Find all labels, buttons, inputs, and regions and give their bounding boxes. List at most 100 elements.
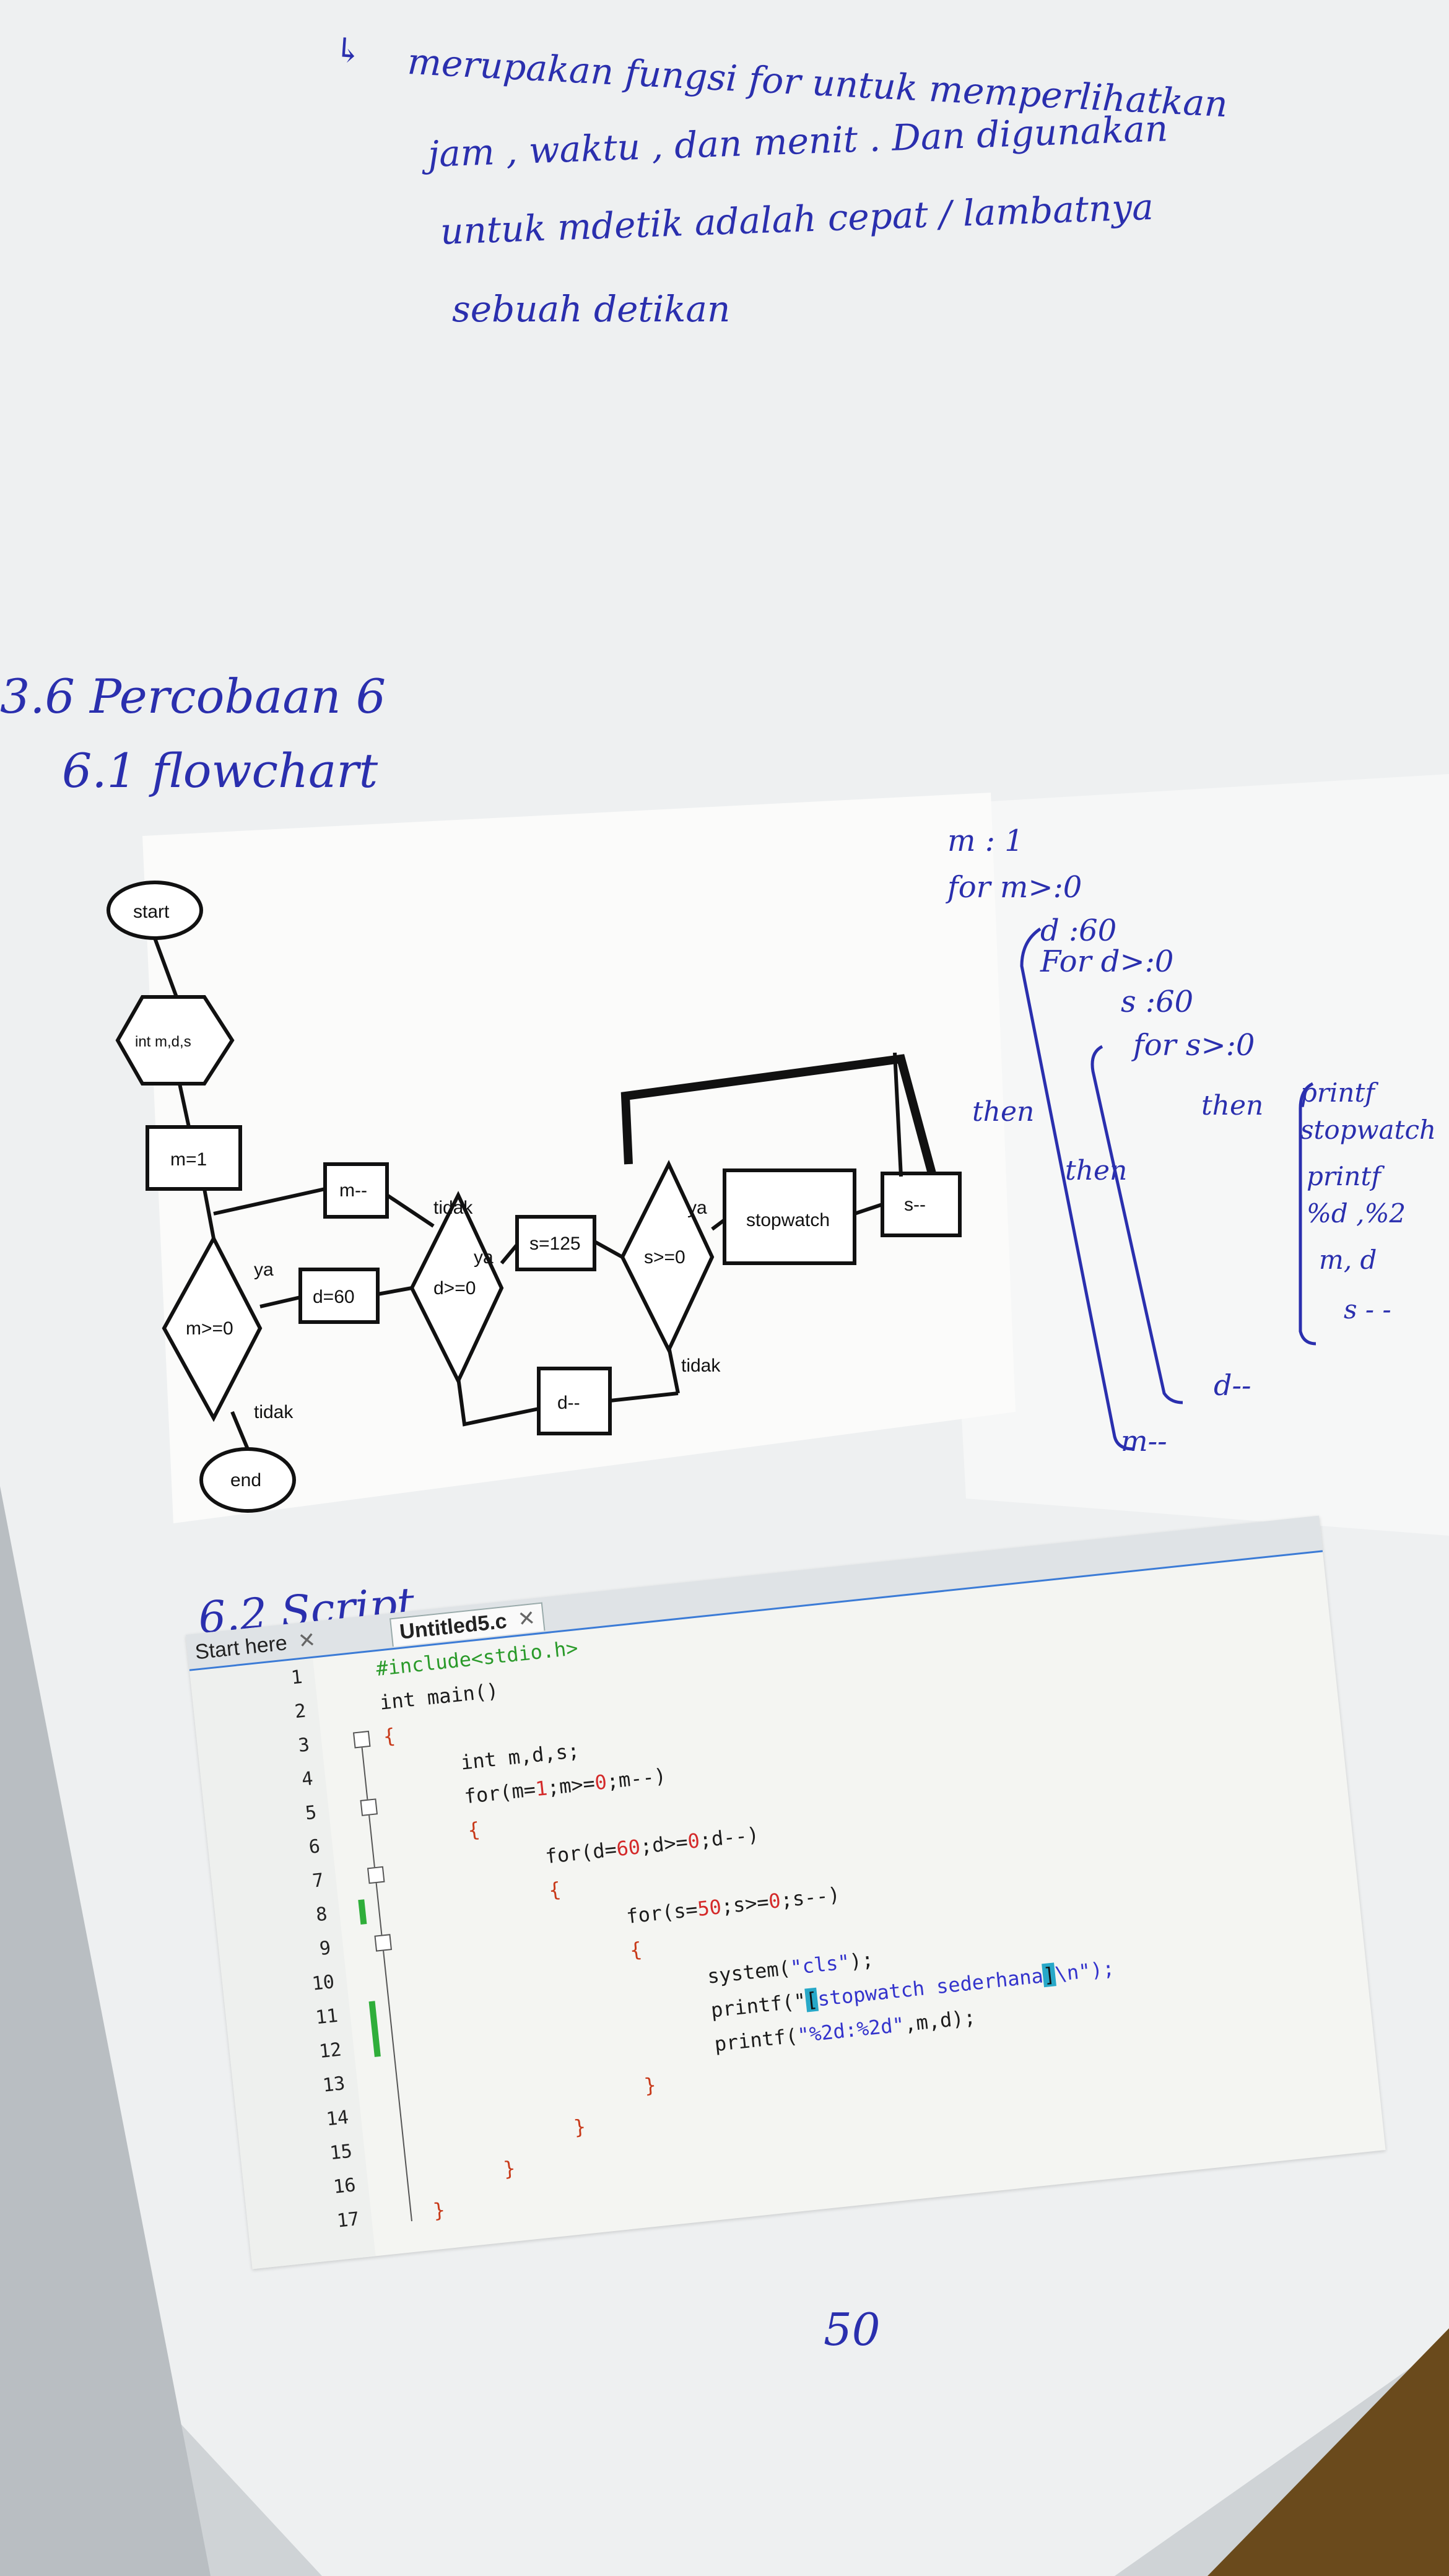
- fold-toggle-icon: [374, 1934, 393, 1952]
- code-editor-print: Start here✕ Untitled5.c✕ 1 2 3 4 5 6 7 8…: [186, 1515, 1386, 2269]
- line-number: 11: [314, 2004, 339, 2029]
- code-token: ;m--): [605, 1764, 668, 1794]
- code-string: "cls": [789, 1949, 851, 1980]
- code-line-2: int main(): [378, 1678, 500, 1715]
- fc-yes-m: ya: [254, 1260, 274, 1280]
- pseudo-m-dec: m--: [1121, 1424, 1167, 1458]
- page-shadow-left: [0, 1486, 211, 2576]
- fc-s-cond-label: s>=0: [644, 1247, 685, 1268]
- code-number: 50: [696, 1895, 723, 1921]
- line-number: 5: [304, 1801, 318, 1825]
- tab-file-label: Untitled5.c: [398, 1609, 508, 1644]
- note-line-4: sebuah detikan: [452, 288, 731, 330]
- close-icon: ✕: [297, 1628, 317, 1653]
- pseudo-line-1: m : 1: [947, 824, 1024, 858]
- m-init-box: [146, 1125, 242, 1191]
- line-number: 9: [318, 1937, 332, 1960]
- fc-yes-s: ya: [687, 1198, 707, 1218]
- flowchart-print: [142, 793, 1016, 1523]
- line-number: 8: [315, 1903, 329, 1926]
- code-token: for(d=: [544, 1837, 618, 1869]
- line-number: 15: [328, 2140, 354, 2165]
- fc-no-s: tidak: [681, 1355, 721, 1376]
- fc-s-dec-label: s--: [904, 1194, 926, 1215]
- fc-end-label: end: [230, 1470, 261, 1490]
- fc-no-m: tidak: [254, 1402, 294, 1422]
- fc-d-dec-label: d--: [557, 1393, 580, 1413]
- line-number: 4: [300, 1767, 315, 1791]
- code-token: printf(": [710, 1988, 807, 2022]
- fc-no-d: tidak: [433, 1198, 473, 1218]
- line-number: 13: [321, 2073, 346, 2097]
- table-corner: [1208, 2328, 1449, 2576]
- code-token: ;m>=: [546, 1771, 596, 1800]
- code-line-14: }: [643, 2073, 658, 2098]
- flow-arrows: [153, 937, 936, 1450]
- fc-declare-label: int m,d,s: [135, 1033, 191, 1050]
- pseudo-line-4: For d>:0: [1040, 944, 1174, 979]
- fc-m-cond-label: m>=0: [186, 1318, 233, 1339]
- stopwatch-box: [723, 1168, 856, 1265]
- fc-s-init-label: s=125: [529, 1234, 581, 1254]
- code-token: ;s--): [779, 1882, 842, 1912]
- code-line-6: {: [466, 1817, 481, 1843]
- d-init-box: [298, 1268, 380, 1324]
- code-token: system(: [706, 1956, 792, 1988]
- d-dec-box: [537, 1367, 612, 1435]
- pseudo-args: m, d: [1319, 1245, 1377, 1275]
- pseudo-then-2: then: [1065, 1155, 1128, 1186]
- code-line-10: {: [629, 1937, 643, 1962]
- code-token: ;s>=: [720, 1890, 770, 1918]
- change-marker: [368, 2001, 381, 2057]
- pseudo-printf-2: printf: [1307, 1161, 1381, 1191]
- code-line-16: }: [502, 2156, 517, 2181]
- code-line-3: {: [381, 1723, 397, 1749]
- change-marker: [358, 1899, 367, 1925]
- code-string: "%2d:%2d": [796, 2012, 906, 2048]
- line-number: 17: [336, 2208, 360, 2232]
- fc-start-label: start: [133, 902, 170, 922]
- code-line-4: int m,d,s;: [459, 1738, 581, 1775]
- pseudo-line-3: d :60: [1040, 913, 1117, 948]
- close-icon: ✕: [516, 1606, 537, 1632]
- fc-d-cond-label: d>=0: [433, 1278, 476, 1299]
- line-number: 12: [318, 2039, 343, 2063]
- m-cond-diamond: [162, 1234, 263, 1422]
- line-number: 2: [294, 1700, 307, 1723]
- fold-toggle-icon: [360, 1798, 378, 1816]
- s-init-box: [515, 1215, 596, 1271]
- pseudo-format: %d ,%2: [1307, 1198, 1406, 1229]
- pseudo-stopwatch: stopwatch: [1300, 1115, 1437, 1145]
- code-line-7: for(d=60;d>=0;d--): [544, 1822, 760, 1868]
- line-number: 3: [297, 1734, 311, 1757]
- flowchart-labels: start int m,d,s m=1 m>=0 end m-- d=60 d>…: [133, 902, 926, 1490]
- tab-start-label: Start here: [194, 1631, 289, 1664]
- pseudo-then-3: then: [1201, 1090, 1264, 1121]
- pseudo-s-dec: s - -: [1344, 1294, 1391, 1325]
- code-token: );: [848, 1947, 875, 1973]
- fold-toggle-icon: [352, 1730, 371, 1749]
- line-number: 1: [290, 1666, 303, 1689]
- code-number: 60: [615, 1835, 642, 1861]
- code-token: ;d>=: [638, 1830, 689, 1859]
- fc-yes-d: ya: [474, 1247, 494, 1268]
- code-line-9: for(s=50;s>=0;s--): [625, 1882, 841, 1928]
- page-number: 50: [824, 2304, 881, 2356]
- code-token: ;d--): [698, 1822, 760, 1852]
- pseudo-d-dec: d--: [1214, 1368, 1251, 1402]
- fc-m-dec-label: m--: [339, 1180, 367, 1201]
- fc-d-init-label: d=60: [313, 1287, 355, 1307]
- code-line-15: }: [572, 2114, 587, 2139]
- pseudo-printf: printf: [1300, 1077, 1375, 1108]
- code-token: printf(: [713, 2024, 799, 2056]
- line-number: 16: [332, 2174, 357, 2198]
- pseudo-line-2: for m>:0: [947, 870, 1082, 905]
- section-heading: 3.6 Percobaan 6: [0, 669, 386, 724]
- fc-m-init-label: m=1: [170, 1149, 207, 1170]
- declare-hexagon: [115, 995, 235, 1086]
- flowchart-heading: 6.1 flowchart: [62, 743, 378, 798]
- code-token: for(m=: [463, 1777, 537, 1809]
- fold-toggle-icon: [367, 1866, 385, 1884]
